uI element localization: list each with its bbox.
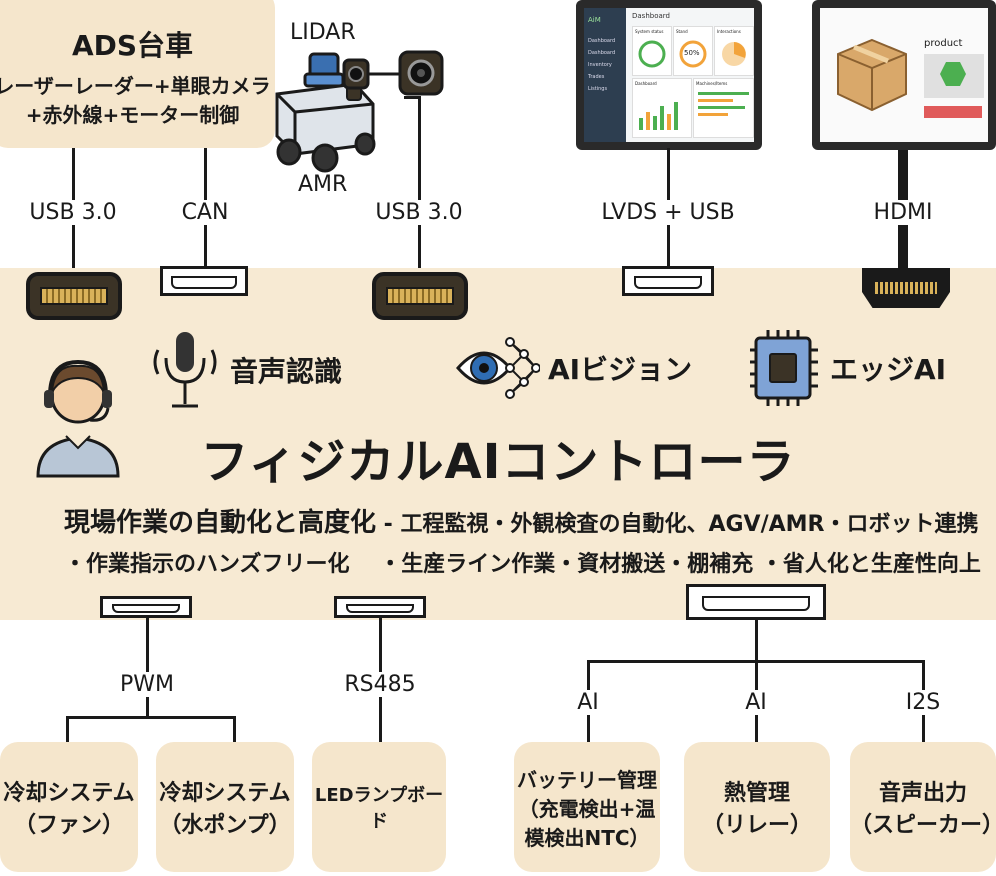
green-hexagon-icon [940,62,966,86]
stand-gauge-icon [679,40,707,68]
ads-cart-box: ADS台車 レーザーレーダー+単眼カメラ +赤外線+モーター制御 [0,0,275,148]
feature-voice-recognition: 音声認識 [148,328,342,412]
product-label: product [924,38,963,49]
feature-ai-vision: AIビジョン [454,328,692,408]
description-bold: 現場作業の自動化と高度化 [64,508,377,538]
product-monitor: product [812,0,996,150]
dashboard-card-stand: Stand 50% [673,26,713,76]
can-label: CAN [177,200,233,225]
product-image-panel [924,54,984,98]
controller-band [0,268,996,620]
hdmi-port [862,268,950,308]
ai-label-1: AI [573,690,603,715]
can-port [160,266,248,296]
ads-cart-line2: +赤外線+モーター制御 [25,103,240,127]
dashboard-card-interactions-label: Interactions [717,29,741,34]
dashboard-card-list: Machines/Items [693,78,754,138]
main-title: フィジカルAIコントローラ [200,434,796,490]
ai-label-2: AI [741,690,771,715]
ads-cart-line1: レーザーレーダー+単眼カメラ [0,74,271,98]
i2s-label: I2S [901,690,945,715]
description-line-2: ・作業指示のハンズフリー化 ・生産ライン作業・資材搬送・棚補充 ・省人化と生産性… [64,552,981,577]
dashboard-nav-3: Trades [588,74,605,80]
feature-voice-label: 音声認識 [230,355,343,388]
thermal-line1: 熱管理 [723,781,790,806]
feature-edge-ai: エッジAI [748,328,946,408]
dashboard-screen: AiM Dashboard Dashboard Inventory Trades… [584,8,754,142]
thermal-box: 熱管理 （リレー） [684,742,830,872]
chip-icon [750,330,818,406]
description-line-1: 現場作業の自動化と高度化 - 工程監視・外観検査の自動化、AGV/AMR・ロボッ… [64,502,978,539]
dashboard-monitor: AiM Dashboard Dashboard Inventory Trades… [576,0,762,150]
cooling-fan-line1: 冷却システム [3,781,135,806]
description-rest: - 工程監視・外観検査の自動化、AGV/AMR・ロボット連携 [376,512,979,537]
battery-line1: バッテリー管理 [517,767,657,792]
usb3-label-2: USB 3.0 [371,200,467,225]
usb3-label-1: USB 3.0 [25,200,121,225]
battery-line2: （充電検出+温 [518,796,656,821]
feature-edge-label: エッジAI [830,353,947,386]
ads-cart-title: ADS台車 [71,29,194,62]
audio-line2: （スピーカー） [850,813,996,838]
audio-output-box: 音声出力 （スピーカー） [850,742,996,872]
usb3-port-2 [372,272,468,320]
multi-port [686,584,826,620]
camera-icon [342,50,444,96]
dashboard-nav-4: Listings [588,86,608,92]
cooling-fan-box: 冷却システム （ファン） [0,742,138,872]
dashboard-card-status-label: System status [635,29,664,34]
eye-network-icon [456,337,540,399]
audio-line1: 音声出力 [878,781,967,806]
amr-label: AMR [298,172,348,197]
status-gauge-icon [638,40,666,68]
led-board-line1: LEDランプボード [314,785,444,832]
cooling-pump-line1: 冷却システム [159,781,291,806]
stand-gauge-text: 50% [684,49,700,57]
dashboard-card-bars: Dashboard [632,78,692,138]
cooling-pump-line2: （水ポンプ） [159,813,291,838]
feature-vision-label: AIビジョン [548,353,693,386]
rs485-label: RS485 [340,672,420,697]
operator-headset-icon [36,359,120,478]
hdmi-label: HDMI [869,200,937,225]
dashboard-bars-icon [639,102,678,130]
lvds-port [622,266,714,296]
interactions-pie-icon [722,42,746,66]
dashboard-title: Dashboard [632,12,670,20]
lidar-label: LIDAR [290,20,356,45]
rs485-port [334,596,426,618]
microphone-icon [153,332,217,408]
dashboard-sidebar: AiM Dashboard Dashboard Inventory Trades… [584,8,626,142]
box-icon [837,38,907,112]
dashboard-nav-1: Dashboard [588,50,616,56]
thermal-line2: （リレー） [701,813,812,838]
usb3-port-1 [26,272,122,320]
product-screen: product [820,8,988,142]
led-board-box: LEDランプボード [312,742,446,872]
cooling-pump-box: 冷却システム （水ポンプ） [156,742,294,872]
dashboard-card-interactions: Interactions [714,26,754,76]
lvds-usb-label: LVDS + USB [597,200,739,225]
battery-box: バッテリー管理 （充電検出+温 模検出NTC） [514,742,660,872]
dashboard-nav-2: Inventory [588,62,612,68]
pwm-label: PWM [115,672,179,697]
pwm-port [100,596,192,618]
dashboard-logo: AiM [588,16,601,24]
product-red-bar [924,106,982,118]
battery-line3: 模検出NTC） [524,825,650,850]
cooling-fan-line2: （ファン） [13,813,124,838]
dashboard-nav-0: Dashboard [588,38,616,44]
dashboard-card-list-label: Machines/Items [696,81,728,86]
dashboard-card-status: System status [632,26,672,76]
dashboard-card-bars-label: Dashboard [635,81,657,86]
dashboard-card-stand-label: Stand [676,29,688,34]
